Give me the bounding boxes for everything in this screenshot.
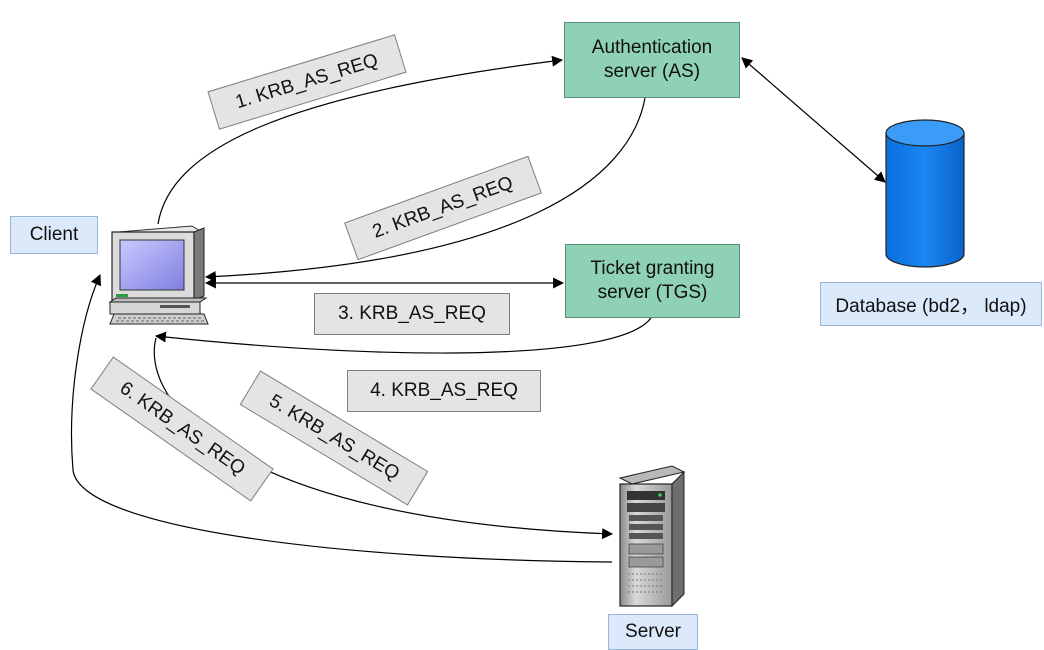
- authentication-server-box: Authentication server (AS): [564, 22, 740, 98]
- arrow-1-client-to-as: [157, 55, 564, 225]
- authentication-server-line2: server (AS): [603, 61, 701, 82]
- database-label: Database (bd2， ldap): [820, 282, 1042, 326]
- arrow-4-tgs-to-client: [154, 317, 652, 354]
- client-label: Client: [10, 216, 98, 254]
- server-label: Server: [608, 614, 698, 650]
- message-4: 4. KRB_AS_REQ: [347, 370, 541, 412]
- arrow-2-as-to-client: [204, 97, 646, 283]
- arrow-as-database: [741, 57, 886, 183]
- message-3: 3. KRB_AS_REQ: [314, 293, 510, 335]
- computer-icon: [108, 225, 209, 325]
- authentication-server-line1: Authentication: [591, 37, 713, 58]
- server-tower-icon: [618, 465, 686, 608]
- tgs-line2: server (TGS): [597, 282, 708, 303]
- database-icon: [885, 119, 965, 268]
- arrow-6-server-to-client: [70, 273, 613, 563]
- tgs-line1: Ticket granting: [590, 258, 715, 279]
- ticket-granting-server-box: Ticket granting server (TGS): [565, 244, 740, 318]
